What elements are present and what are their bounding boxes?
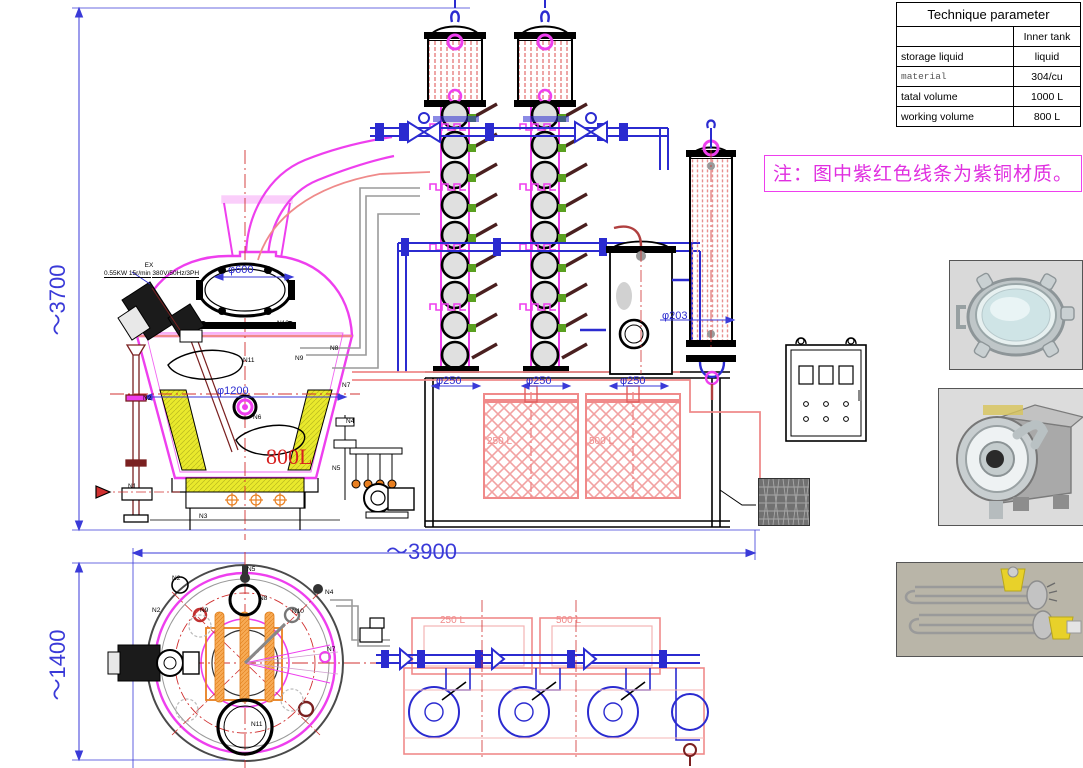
top-header-manifold — [370, 112, 669, 170]
param-table-title: Technique parameter — [896, 2, 1081, 27]
technique-parameter-table: Technique parameter Inner tank storage l… — [896, 2, 1081, 127]
feed-pump-elevation — [363, 483, 415, 519]
param-table-column-header: Inner tank — [1013, 26, 1081, 47]
storage-tank-250L-elev — [483, 385, 579, 500]
param-row-label-material: material — [896, 66, 1014, 87]
kettle-manway — [196, 262, 295, 318]
param-table-blank-cell — [896, 26, 1014, 47]
distillation-column-1 — [424, 0, 498, 373]
nozzle-n6-port — [232, 394, 258, 420]
control-panel — [785, 337, 867, 442]
plan-pump-block — [359, 617, 385, 643]
storage-tank-500L-elev — [585, 385, 681, 500]
dimension-width-3900 — [131, 530, 757, 768]
distillation-column-2 — [514, 0, 588, 373]
photo-heating-element — [896, 562, 1083, 657]
n1-valve — [95, 485, 180, 501]
photo-manway-sight-glass — [949, 260, 1083, 370]
photo-structured-packing — [758, 478, 810, 526]
plan-side-motor — [107, 644, 200, 682]
dim-phi250-group — [430, 382, 670, 390]
param-row-label-total-volume: tatal volume — [896, 86, 1014, 107]
plan-skid — [376, 600, 709, 766]
utility-lines — [300, 187, 420, 369]
dimension-height-3700 — [72, 6, 760, 532]
copper-material-note: 注：图中紫红色线条为紫铜材质。 — [764, 155, 1083, 192]
param-row-value-material: 304/cu — [1013, 66, 1081, 87]
param-row-value-total-volume: 1000 L — [1013, 86, 1081, 107]
param-row-value-storage-liquid: liquid — [1013, 46, 1081, 67]
param-row-value-working-volume: 800 L — [1013, 106, 1081, 127]
param-row-label-storage-liquid: storage liquid — [896, 46, 1014, 67]
packing-leader — [719, 489, 756, 506]
plan-view-kettle — [107, 552, 400, 768]
photo-centrifugal-pump — [938, 388, 1083, 526]
vertical-condenser — [660, 119, 736, 400]
dimension-plan-1400 — [72, 561, 245, 762]
left-side-piping — [123, 344, 149, 523]
product-receiver — [580, 225, 692, 375]
agitator-motor — [117, 271, 205, 343]
param-row-label-working-volume: working volume — [896, 106, 1014, 127]
kettle-assembly — [110, 135, 395, 540]
